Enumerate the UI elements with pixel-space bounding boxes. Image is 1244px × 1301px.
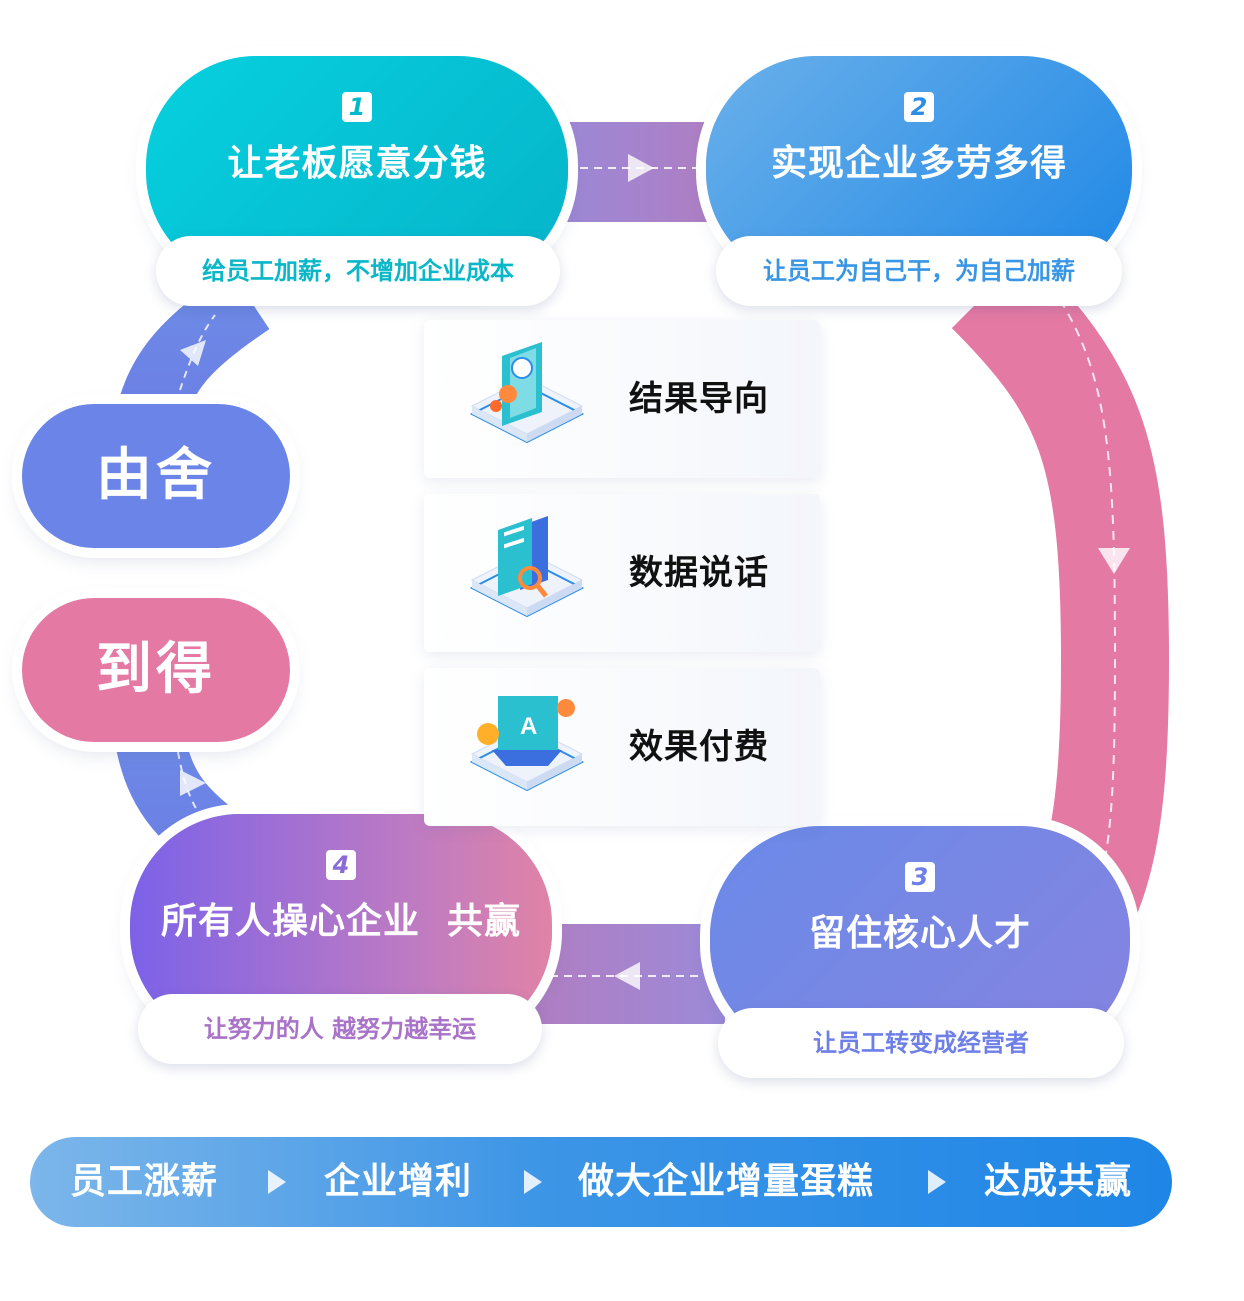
side-pill-top: 由舍 [22, 404, 290, 548]
banner-arrow-icon [524, 1170, 542, 1194]
banner-item-1: 员工涨薪 [70, 1161, 219, 1202]
banner-arrow-icon [928, 1170, 946, 1194]
card-data-speaks: 数据说话 [424, 494, 820, 652]
banner-item-3: 做大企业增量蛋糕 [578, 1161, 875, 1202]
card-result-oriented: 结果导向 [424, 320, 820, 478]
banner-arrow-icon [268, 1170, 286, 1194]
banner-item-2: 企业增利 [324, 1161, 473, 1202]
magnifier-document-icon [469, 516, 585, 618]
card-pay-for-results-label: 效果付费 [629, 727, 769, 767]
step-2-number: 2 [904, 92, 934, 122]
currency-screen-icon: A [469, 696, 585, 792]
svg-text:A: A [520, 713, 537, 740]
step-1-title: 让老板愿意分钱 [227, 143, 487, 184]
step-2-title: 实现企业多劳多得 [770, 143, 1067, 184]
step-1-subtitle: 给员工加薪，不增加企业成本 [156, 236, 560, 306]
card-result-oriented-label: 结果导向 [629, 379, 769, 419]
banner-item-4: 达成共赢 [984, 1161, 1133, 1202]
side-pill-bottom: 到得 [22, 598, 290, 742]
step-1-number: 1 [342, 92, 372, 122]
arrow-down-icon [1098, 548, 1130, 574]
arrow-left-icon [614, 962, 640, 990]
bottom-banner: 员工涨薪 企业增利 做大企业增量蛋糕 达成共赢 [30, 1137, 1172, 1227]
left-arc-top [115, 270, 270, 428]
arrow-right-icon [628, 154, 654, 182]
step-4-number: 4 [326, 850, 356, 880]
arrow-up-icon [180, 340, 206, 366]
step-3-number: 3 [905, 862, 935, 892]
step-4-subtitle: 让努力的人 越努力越幸运 [138, 994, 542, 1064]
step-4-title: 所有人操心企业 共赢 [160, 901, 522, 942]
step-3-subtitle: 让员工转变成经营者 [718, 1008, 1124, 1078]
card-pay-for-results: A 效果付费 [424, 668, 820, 826]
gear-document-icon [469, 342, 585, 444]
arrow-right-small-icon [180, 770, 206, 796]
step-2-subtitle: 让员工为自己干，为自己加薪 [716, 236, 1122, 306]
card-data-speaks-label: 数据说话 [629, 553, 769, 593]
step-3-title: 留住核心人才 [808, 913, 1031, 954]
